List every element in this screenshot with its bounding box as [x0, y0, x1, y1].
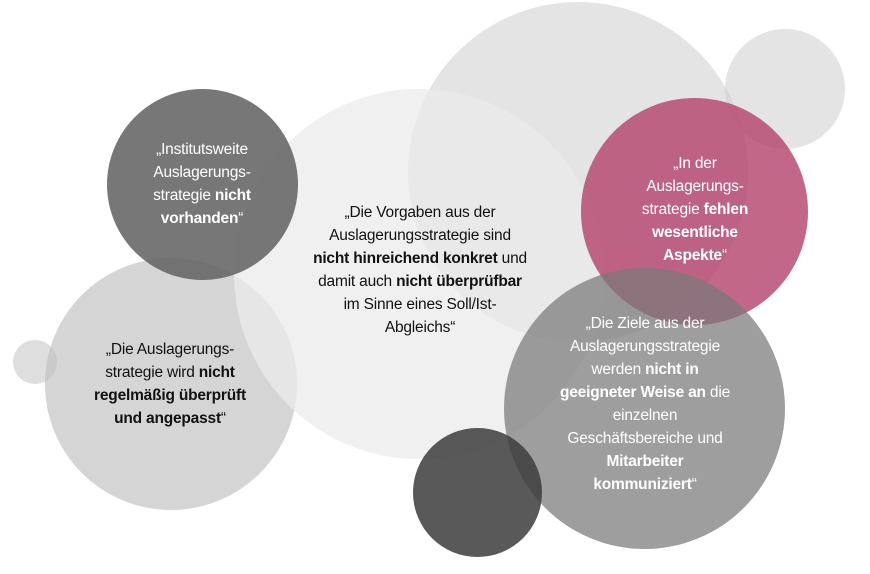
statement-line: strategie fehlen — [600, 198, 790, 221]
statement-regelmaessig: „Die Auslagerungs-strategie wird nicht re… — [60, 338, 280, 430]
bold-text: geeigneter Weise an — [559, 384, 706, 401]
text: “ — [238, 210, 244, 227]
bold-text: Mitarbeiter — [606, 453, 684, 470]
statement-line: Mitarbeiter — [530, 450, 760, 473]
text: “ — [721, 247, 727, 264]
statement-line: Abgleichs“ — [280, 316, 560, 339]
statement-line: vorhanden“ — [112, 207, 292, 230]
bold-text: nicht überprüfbar — [396, 273, 522, 290]
statement-line: nicht hinreichend konkret und — [280, 247, 560, 270]
statement-line: strategie wird nicht — [60, 361, 280, 384]
bold-text: regelmäßig überprüft — [94, 387, 246, 404]
bold-text: nicht — [198, 364, 235, 381]
statement-line: „In der — [600, 152, 790, 175]
top-left-dark-circle — [107, 89, 298, 280]
text: und — [497, 250, 527, 267]
statement-line: strategie nicht — [112, 184, 292, 207]
statement-line: im Sinne eines Soll/Ist- — [280, 293, 560, 316]
statement-line: wesentliche — [600, 221, 790, 244]
text: einzelnen — [612, 407, 678, 424]
bold-text: wesentliche — [652, 224, 738, 241]
bold-text: Aspekte — [663, 247, 722, 264]
text: werden — [591, 361, 646, 378]
text: „In der — [673, 155, 717, 172]
bottom-dark-circle — [413, 428, 542, 557]
statement-line: einzelnen — [530, 404, 760, 427]
statement-line: „Die Ziele aus der — [530, 312, 760, 335]
right-gray-circle — [504, 268, 785, 549]
statement-line: kommuniziert“ — [530, 473, 760, 496]
text: strategie — [641, 201, 704, 218]
statement-line: „Die Vorgaben aus der — [280, 201, 560, 224]
bold-text: nicht — [214, 187, 251, 204]
text: “ — [220, 410, 226, 427]
text: Auslagerungsstrategie — [569, 338, 721, 355]
text: „Die Ziele aus der — [585, 315, 705, 332]
statement-line: Auslagerungs- — [112, 161, 292, 184]
bold-text: nicht in — [645, 361, 699, 378]
text: Auslagerungs- — [646, 178, 744, 195]
text: „Institutsweite — [156, 141, 248, 158]
statement-line: und angepasst“ — [60, 407, 280, 430]
bold-text: und angepasst — [114, 410, 221, 427]
text: „Die Auslagerungs- — [105, 341, 235, 358]
text: „Die Vorgaben aus der — [344, 204, 496, 221]
text: im Sinne eines Soll/Ist- — [343, 296, 497, 313]
text: “ — [691, 476, 697, 493]
text: Auslagerungsstrategie sind — [329, 227, 511, 244]
statement-line: Auslagerungsstrategie sind — [280, 224, 560, 247]
statement-line: Auslagerungsstrategie — [530, 335, 760, 358]
statement-line: regelmäßig überprüft — [60, 384, 280, 407]
text: strategie — [153, 187, 215, 204]
bold-text: kommuniziert — [593, 476, 692, 493]
bold-text: vorhanden — [160, 210, 239, 227]
bold-text: nicht hinreichend konkret — [313, 250, 498, 267]
statement-line: „Institutsweite — [112, 138, 292, 161]
text: Abgleichs“ — [384, 319, 456, 336]
statement-line: werden nicht in — [530, 358, 760, 381]
statement-line: damit auch nicht überprüfbar — [280, 270, 560, 293]
text: damit auch — [318, 273, 397, 290]
statement-line: Aspekte“ — [600, 244, 790, 267]
text: Auslagerungs- — [153, 164, 251, 181]
statement-line: „Die Auslagerungs- — [60, 338, 280, 361]
bold-text: fehlen — [703, 201, 749, 218]
text: strategie wird — [105, 364, 199, 381]
statement-line: Geschäftsbereiche und — [530, 427, 760, 450]
text: Geschäftsbereiche und — [567, 430, 723, 447]
statement-line: geeigneter Weise an die — [530, 381, 760, 404]
text: die — [705, 384, 730, 401]
statement-line: Auslagerungs- — [600, 175, 790, 198]
